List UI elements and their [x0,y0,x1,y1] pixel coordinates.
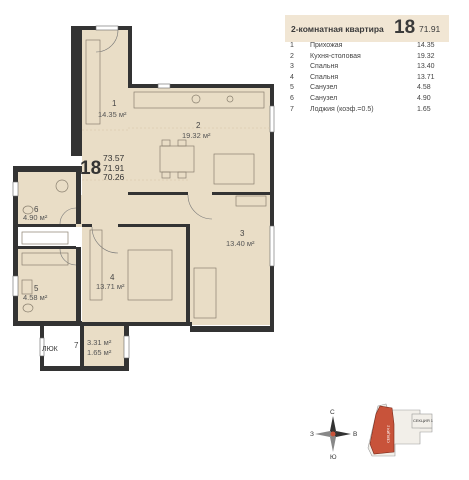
room-3-floor [190,195,270,325]
room-4-floor [82,227,190,325]
plan-apartment-number: 18 [80,158,102,179]
room-7-number: 7 [74,341,79,350]
apartment-number: 18 [394,17,416,38]
key-plan [367,403,433,457]
kitchen-counter [133,91,265,109]
room-1-area: 14.35 м² [98,110,127,119]
sofa [213,153,255,185]
room-2-number: 2 [196,121,201,130]
room-1-number: 1 [112,99,117,108]
bathtub-5 [21,252,69,266]
loggia-floor [82,326,124,368]
wardrobe-room-3 [193,267,217,319]
washer-icon [55,179,69,193]
walls [13,26,274,371]
room-4-area: 13.71 м² [96,282,125,291]
plan-area-2: 71.91 [103,162,125,173]
compass-west: З [310,431,314,438]
keyplan-section-label: СЕКЦИЯ 1 [413,418,433,423]
room-4-number: 4 [110,273,115,282]
key-plan-highlight [369,405,395,455]
floor-pattern [82,127,270,181]
windows [12,25,275,359]
stove-icon [226,95,234,103]
furniture [21,39,267,319]
dining-table [159,145,195,173]
room-2-area: 19.32 м² [182,131,211,140]
wardrobe-room-4 [89,229,103,301]
hatch-label: ЛЮК [42,346,58,353]
corridor-floor [76,195,190,227]
apartment-total-area: 71.91 [419,24,441,34]
compass-north: С [330,409,335,416]
room-6-floor [18,172,76,224]
room-6-area: 4.90 м² [23,213,48,222]
door-swings [59,29,213,266]
room-3-number: 3 [240,229,245,238]
apartment-title: 2-комнатная квартира [291,24,384,34]
room-7-area: 3.31 м² [87,338,112,347]
compass-east: В [353,431,358,438]
room-5-number: 5 [34,284,39,293]
wardrobe [85,39,101,125]
room-6-number: 6 [34,205,39,214]
sink-icon [191,94,201,104]
toilet-5 [22,303,34,313]
keyplan-section-label-2: СЕКЦИЯ 2 [386,425,391,443]
desk-room-3 [235,195,267,207]
room-3-area: 13.40 м² [226,239,255,248]
plan-area-3: 70.26 [103,172,125,182]
room-5-area: 4.58 м² [23,293,48,302]
room-7-area-coef: 1.65 м² [87,348,112,357]
compass [315,416,351,452]
floor-areas [18,29,270,368]
compass-south: Ю [330,454,337,461]
room-5-floor [18,249,76,321]
bed-room-4 [127,249,173,301]
toilet-6 [22,205,34,215]
apartment-header: 2-комнатная квартира 18 71.91 [285,15,449,42]
plan-area-1: 73.57 [103,153,125,163]
bathtub-6 [21,231,69,245]
room-2-floor [128,88,270,195]
room-1-floor [82,29,128,216]
plan-area-stack: 73.57 71.91 70.26 [103,153,125,183]
